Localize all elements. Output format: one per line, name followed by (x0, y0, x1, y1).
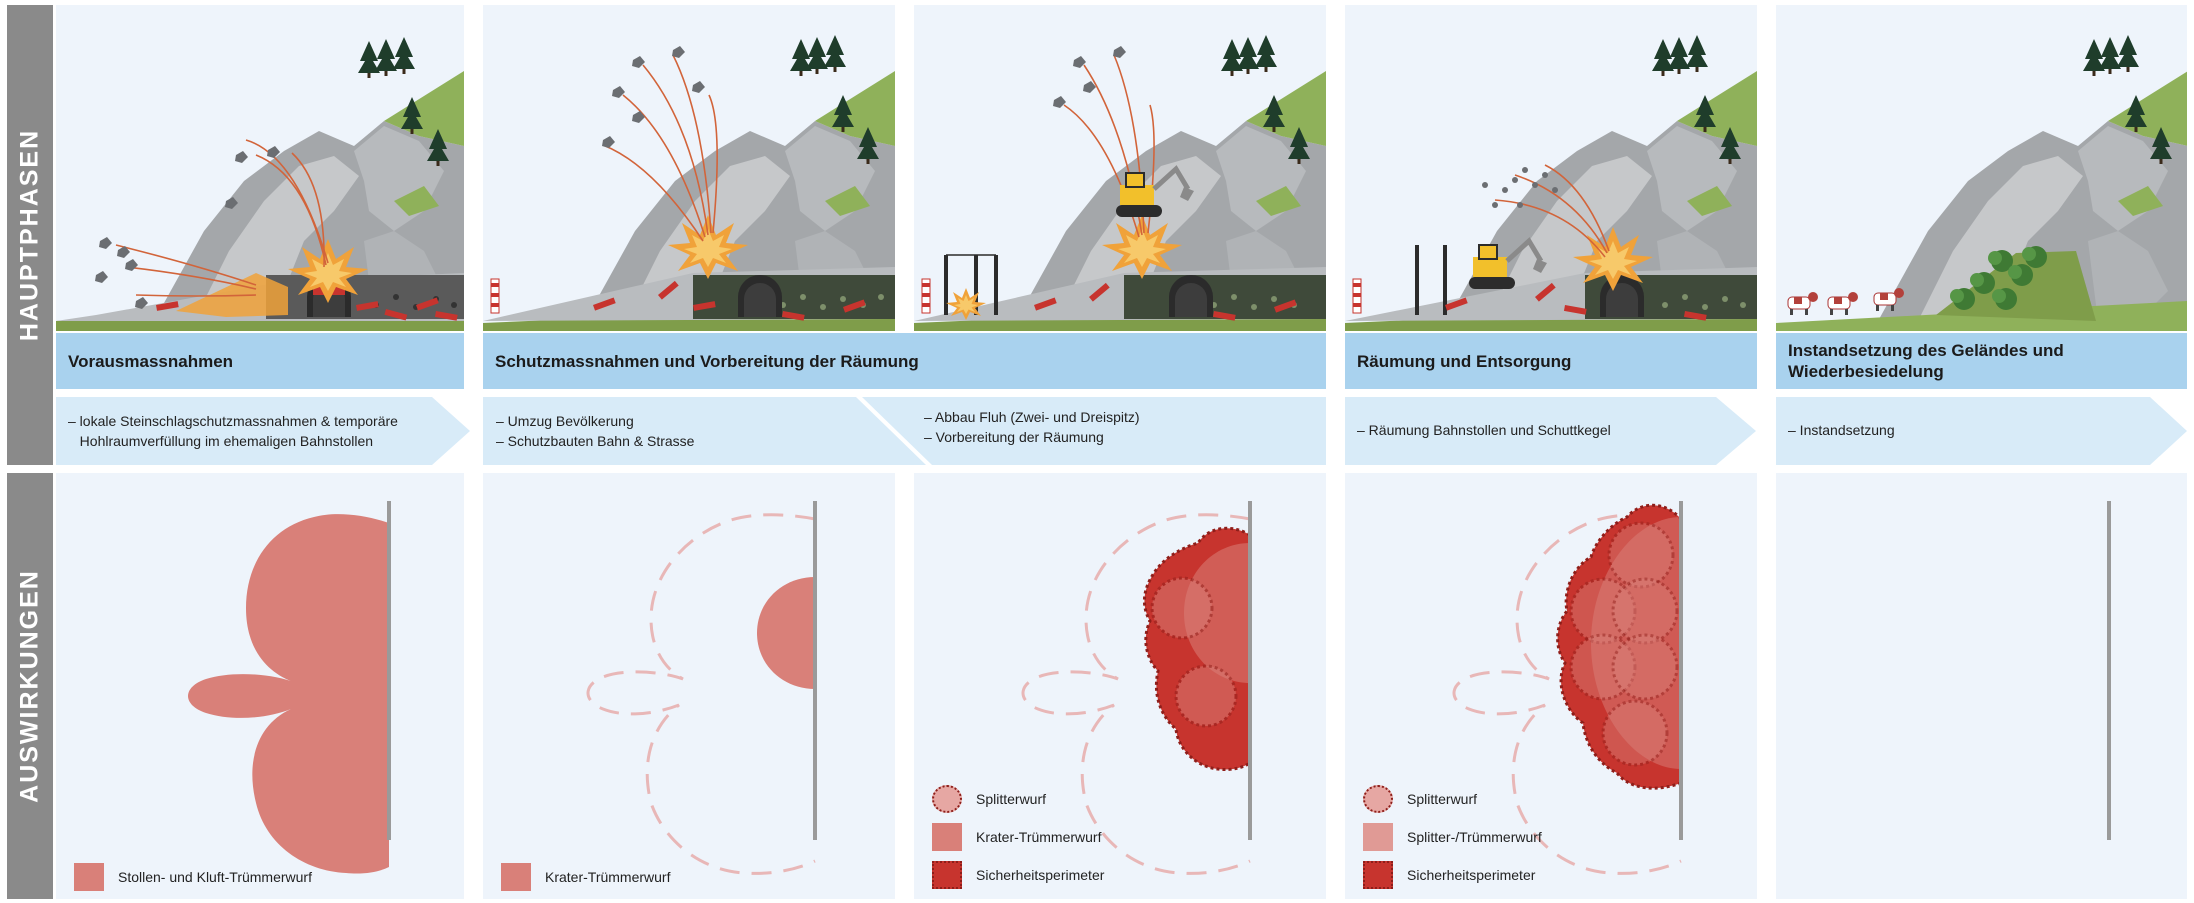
phase-schutzmassnahmen: Schutzmassnahmen und Vorbereitung der Rä… (483, 333, 1326, 389)
legend-item: Splitterwurf (932, 785, 1046, 813)
legend-label: Splitterwurf (976, 791, 1047, 807)
debris-zone-stollen (188, 514, 389, 874)
legend-label: Krater-Trümmerwurf (545, 869, 671, 885)
splitterwurf-zone (1607, 521, 1675, 589)
splitterwurf-zone (1601, 699, 1669, 767)
ghost-zone-outline (1452, 513, 1682, 875)
ghost-zone-outline (1021, 513, 1251, 875)
krater-truemmerwurf (1184, 543, 1250, 683)
step-text: – lokale Steinschlagschutzmassnahmen & t… (68, 413, 398, 449)
process-arrows (56, 397, 2187, 465)
impact-panel-1: Stollen- und Kluft-Trümmerwurf (56, 473, 464, 899)
legend-swatch (1363, 823, 1393, 851)
impact-panel-4: Splitterwurf Splitter-/Trümmerwurf Siche… (1345, 473, 1757, 899)
splitterwurf-zone (1569, 577, 1637, 645)
legend-item: Splitterwurf (1363, 785, 1477, 813)
splitterwurf-zone (1150, 576, 1214, 640)
splitterwurf-zone (1174, 664, 1238, 728)
phase-vorausmassnahmen: Vorausmassnahmen (56, 333, 464, 389)
legend-swatch (932, 785, 962, 813)
side-label-top-text: HAUPTPHASEN (15, 128, 44, 342)
step-text: – Räumung Bahnstollen und Schuttkegel (1357, 422, 1611, 438)
legend-label: Stollen- und Kluft-Trümmerwurf (118, 869, 312, 885)
legend-item: Krater-Trümmerwurf (932, 823, 1102, 851)
impact-panel-3: Splitterwurf Krater-Trümmerwurf Sicherhe… (914, 473, 1326, 899)
legend-swatch (1363, 861, 1393, 889)
legend-item: Sicherheitsperimeter (932, 861, 1104, 889)
legend-label: Splitter-/Trümmerwurf (1407, 829, 1542, 845)
legend-item: Splitter-/Trümmerwurf (1363, 823, 1542, 851)
impact-panel-2: Krater-Trümmerwurf (483, 473, 895, 899)
phase-label: Räumung und Entsorgung (1357, 351, 1572, 371)
scene-vorausmassnahmen (56, 5, 464, 331)
ghost-zone-outline (586, 513, 816, 875)
debris-zone-krater (757, 577, 815, 689)
legend-item: Krater-Trümmerwurf (501, 863, 671, 891)
step-text: – Umzug Bevölkerung – Schutzbauten Bahn … (496, 413, 695, 449)
phase-label: Schutzmassnahmen und Vorbereitung der Rä… (495, 351, 919, 371)
phase-raeumung: Räumung und Entsorgung (1345, 333, 1757, 389)
side-label-auswirkungen: AUSWIRKUNGEN (7, 473, 53, 899)
legend-swatch (932, 861, 962, 889)
legend-swatch (74, 863, 104, 891)
legend-item: Sicherheitsperimeter (1363, 861, 1535, 889)
side-label-bottom-text: AUSWIRKUNGEN (15, 569, 44, 803)
legend-label: Sicherheitsperimeter (976, 867, 1105, 883)
scene-raeumung (1345, 5, 1757, 331)
step-text: – Instandsetzung (1788, 422, 1895, 438)
splitter-truemmerwurf (1591, 517, 1681, 769)
scene-schutzmassnahmen (483, 5, 895, 331)
step-text: – Abbau Fluh (Zwei- und Dreispitz) – Vor… (924, 409, 1140, 445)
phase-label: Instandsetzung des Geländes und Wiederbe… (1788, 341, 2064, 381)
phase-instandsetzung: Instandsetzung des Geländes und Wiederbe… (1776, 333, 2187, 389)
splitterwurf-zone (1569, 633, 1637, 701)
impact-panel-5 (1776, 473, 2187, 899)
legend-item: Stollen- und Kluft-Trümmerwurf (74, 863, 312, 891)
splitterwurf-zone (1611, 577, 1679, 645)
scene-vorbereitung (914, 5, 1326, 331)
legend-label: Sicherheitsperimeter (1407, 867, 1536, 883)
legend-swatch (932, 823, 962, 851)
scene-instandsetzung (1776, 5, 2187, 331)
side-label-hauptphasen: HAUPTPHASEN (7, 5, 53, 465)
phase-label: Vorausmassnahmen (68, 351, 234, 371)
splitterwurf-zone (1611, 633, 1679, 701)
legend-label: Splitterwurf (1407, 791, 1478, 807)
legend-swatch (1363, 785, 1393, 813)
legend-swatch (501, 863, 531, 891)
legend-label: Krater-Trümmerwurf (976, 829, 1102, 845)
